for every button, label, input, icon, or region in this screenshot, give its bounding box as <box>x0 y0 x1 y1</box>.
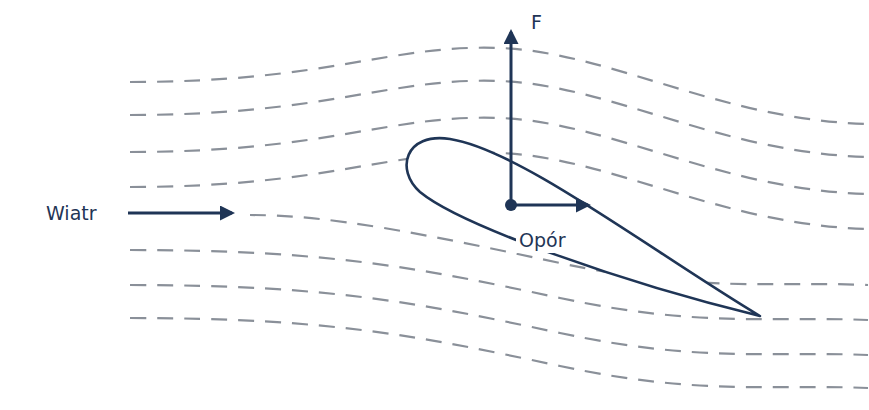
wind-label: Wiatr <box>12 199 105 228</box>
streamline <box>130 81 868 157</box>
drag-arrow <box>511 204 588 207</box>
drag-label: Opór <box>516 228 568 253</box>
airfoil-outline <box>407 138 760 316</box>
force-label: F <box>528 10 545 35</box>
streamline <box>130 48 868 124</box>
streamline <box>130 250 868 320</box>
force-point <box>505 199 517 211</box>
lift-arrow <box>510 32 513 205</box>
streamlines <box>130 48 868 388</box>
wind-arrow <box>128 212 232 215</box>
streamline <box>130 318 868 388</box>
